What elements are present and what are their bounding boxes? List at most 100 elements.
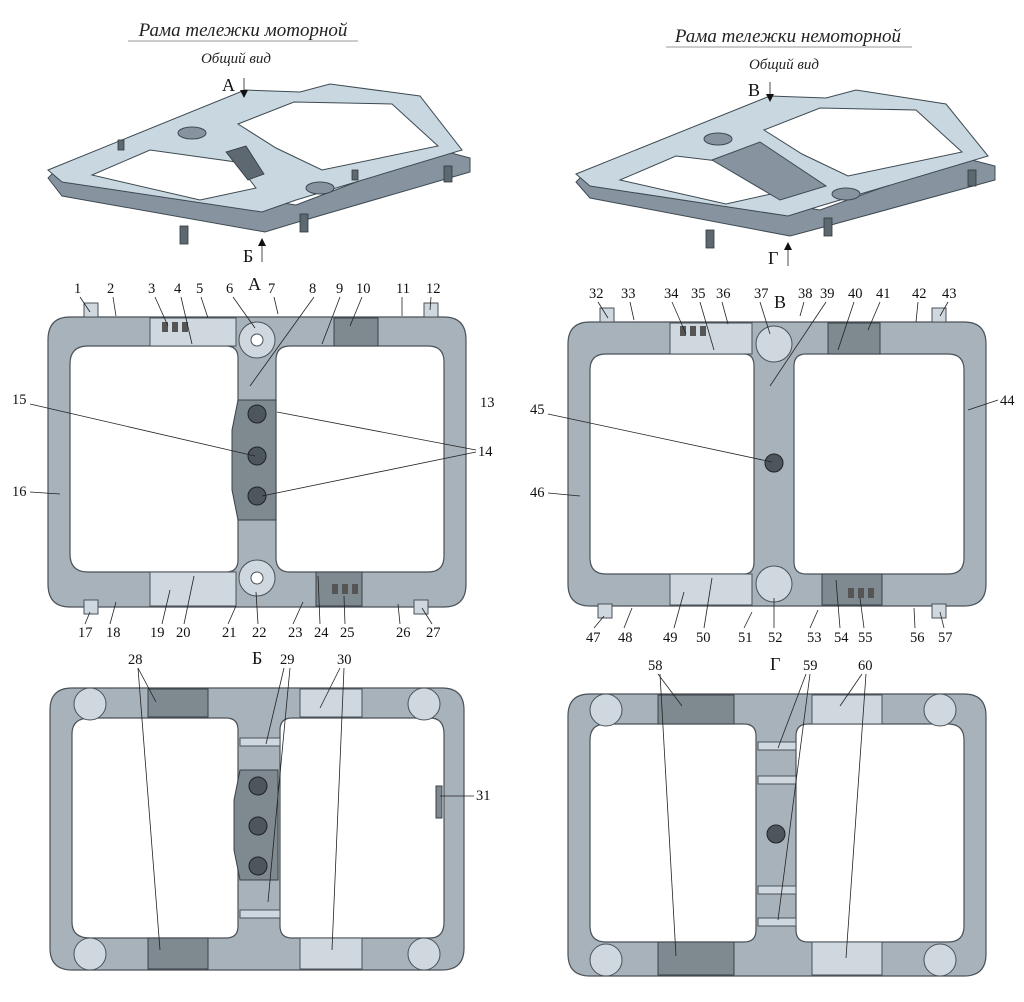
leader-line-42 [915, 301, 919, 323]
callout-24: 24 [314, 625, 329, 641]
view-label-B-bottom: Б [252, 648, 262, 668]
callout-7: 7 [268, 281, 275, 297]
leader-line-53 [809, 609, 819, 629]
callout-47: 47 [586, 630, 601, 646]
view-label-G-bottom: Г [770, 654, 780, 674]
view-arrow-G-head [784, 242, 792, 250]
callout-26: 26 [396, 625, 411, 641]
leader-line-44 [967, 399, 999, 411]
view-label-G-iso: Г [768, 248, 778, 268]
title-motor-frame: Рама тележки моторной [138, 20, 348, 41]
leader-line-5 [200, 296, 209, 319]
callout-44: 44 [1000, 393, 1015, 409]
leader-line-14 [276, 411, 477, 451]
leader-line-1 [79, 296, 91, 313]
callout-56: 56 [910, 630, 925, 646]
leader-line-50 [703, 577, 713, 629]
leader-line-18 [109, 601, 117, 625]
callout-51: 51 [738, 630, 753, 646]
callout-2: 2 [107, 281, 114, 297]
leader-line-17 [84, 611, 91, 625]
leader-line-15 [29, 403, 256, 457]
callout-12: 12 [426, 281, 441, 297]
leader-line-22 [255, 591, 259, 625]
callout-25: 25 [340, 625, 355, 641]
leader-line-10 [349, 296, 363, 327]
callout-8: 8 [309, 281, 316, 297]
callout-28: 28 [128, 652, 143, 668]
leader-line-21 [227, 605, 237, 625]
callout-46: 46 [530, 485, 545, 501]
callout-19: 19 [150, 625, 165, 641]
leader-line-29 [267, 667, 291, 903]
callout-23: 23 [288, 625, 303, 641]
leader-line-16 [29, 491, 61, 495]
callout-16: 16 [12, 484, 27, 500]
view-label-B-iso: Б [243, 246, 253, 266]
callout-34: 34 [664, 286, 679, 302]
leader-line-3 [154, 296, 169, 327]
leader-line-60 [845, 673, 867, 959]
leader-line-27 [421, 607, 433, 625]
leader-line-58 [659, 673, 677, 957]
leader-line-23 [292, 601, 304, 625]
callout-15: 15 [12, 392, 27, 408]
callout-49: 49 [663, 630, 678, 646]
leader-line-37 [759, 301, 771, 335]
leader-line-55 [859, 597, 865, 629]
callout-50: 50 [696, 630, 711, 646]
leader-line-58 [657, 673, 683, 707]
callout-10: 10 [356, 281, 371, 297]
leader-line-60 [839, 673, 863, 707]
leader-line-28 [137, 667, 157, 703]
leader-line-43 [939, 301, 949, 317]
callout-32: 32 [589, 286, 604, 302]
callout-35: 35 [691, 286, 706, 302]
callout-17: 17 [78, 625, 93, 641]
callout-57: 57 [938, 630, 953, 646]
callout-42: 42 [912, 286, 927, 302]
callout-11: 11 [396, 281, 410, 297]
leader-line-33 [629, 301, 635, 321]
callout-21: 21 [222, 625, 237, 641]
callout-4: 4 [174, 281, 182, 297]
callout-14: 14 [478, 444, 493, 460]
callout-41: 41 [876, 286, 891, 302]
leader-line-46 [547, 492, 581, 497]
iso-motor-frame [47, 83, 471, 245]
leader-line-24 [317, 575, 321, 625]
callout-59: 59 [803, 658, 818, 674]
callout-5: 5 [196, 281, 203, 297]
callout-38: 38 [798, 286, 813, 302]
leader-line-2 [112, 296, 117, 317]
leader-line-59 [777, 673, 807, 749]
leader-line-36 [721, 301, 729, 325]
view-arrow-B-head [258, 238, 266, 246]
leader-line-59 [777, 673, 811, 921]
leader-line-51 [743, 611, 753, 629]
leader-line-49 [673, 591, 685, 629]
bottom-view-G [567, 693, 987, 977]
general-view-right: Общий вид [749, 57, 819, 73]
bottom-view-B [49, 687, 465, 971]
callout-6: 6 [226, 281, 233, 297]
title-nonmotor-frame: Рама тележки немоторной [674, 26, 902, 47]
leader-line-35 [699, 301, 715, 351]
leader-line-19 [161, 589, 171, 625]
general-view-left: Общий вид [201, 51, 271, 67]
callout-27: 27 [426, 625, 441, 641]
leader-line-47 [593, 615, 605, 629]
leader-line-7 [273, 296, 279, 315]
callout-54: 54 [834, 630, 849, 646]
callout-18: 18 [106, 625, 121, 641]
leader-line-30 [319, 667, 341, 709]
leader-line-12 [429, 296, 432, 311]
leader-line-38 [799, 301, 805, 317]
leader-line-26 [397, 603, 401, 625]
callout-55: 55 [858, 630, 873, 646]
leader-line-14 [261, 451, 477, 497]
leader-line-4 [180, 296, 193, 345]
callout-9: 9 [336, 281, 343, 297]
plan-view-V [567, 307, 987, 619]
leader-line-8 [249, 296, 315, 387]
